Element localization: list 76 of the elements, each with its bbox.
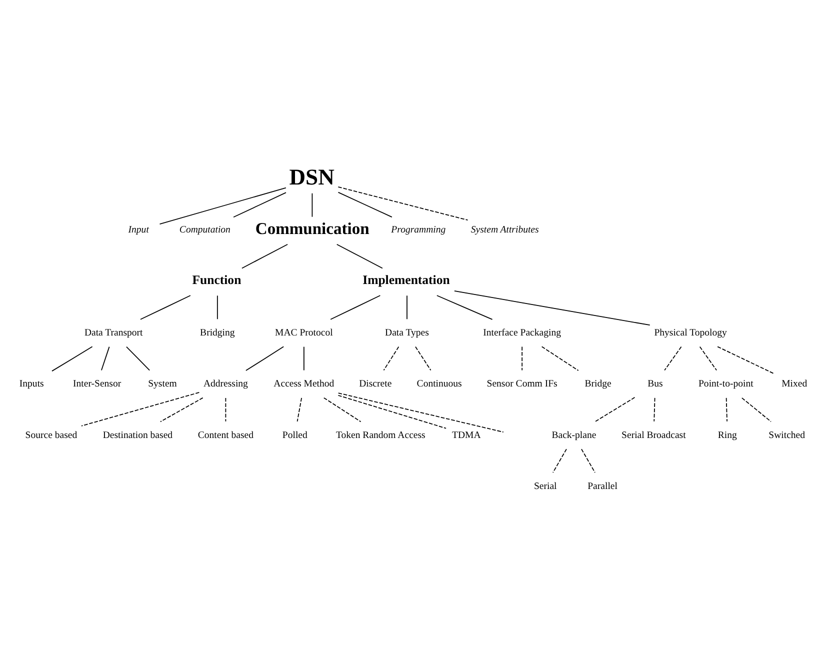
node-text: Parallel — [588, 480, 618, 492]
connector — [552, 448, 567, 473]
node-text: Physical Topology — [654, 327, 727, 338]
connector — [330, 294, 381, 320]
connector — [246, 346, 284, 370]
connector — [522, 346, 523, 370]
node-text: System — [148, 378, 177, 390]
connector — [594, 396, 636, 422]
connector — [81, 391, 200, 426]
node-text: Sensor Comm IFs — [486, 378, 558, 390]
connector — [216, 294, 218, 320]
connector — [383, 346, 400, 370]
node-text: Communication — [255, 218, 370, 238]
connector — [140, 294, 191, 320]
connector — [101, 346, 110, 370]
node-text: TDMA — [452, 429, 481, 440]
connector — [338, 392, 504, 432]
node-text: Discrete — [359, 378, 392, 390]
connector — [160, 396, 204, 422]
node-text: Point-to-point — [698, 378, 754, 390]
node-text: Serial — [534, 480, 557, 492]
node-text: Input — [128, 224, 149, 236]
node-text: Bus — [648, 378, 663, 390]
connector — [225, 397, 226, 422]
connector — [454, 290, 650, 326]
node-text: Mixed — [782, 378, 808, 390]
connector — [581, 448, 596, 473]
node-text: Ring — [718, 429, 737, 440]
connector — [436, 294, 493, 320]
node-text: Computation — [179, 224, 230, 236]
connector — [338, 191, 392, 218]
connector — [159, 186, 286, 224]
node-text: Switched — [768, 429, 806, 440]
connector — [233, 192, 286, 218]
node-text: Bridging — [200, 327, 235, 338]
node-text: MAC Protocol — [275, 327, 333, 338]
node-text: Polled — [282, 429, 308, 440]
connector — [717, 346, 774, 374]
node-text: Back-plane — [552, 429, 596, 440]
node-text: Token Random Access — [336, 429, 426, 440]
connector — [741, 397, 772, 422]
node-text: Function — [192, 272, 242, 287]
node-text: Inter-Sensor — [73, 378, 122, 390]
node-text: Addressing — [203, 378, 248, 390]
connector — [415, 346, 432, 370]
connector — [242, 243, 288, 268]
node-text: Serial Broadcast — [622, 429, 686, 440]
connector — [338, 186, 468, 220]
node-text: Programming — [391, 224, 446, 236]
connector — [296, 397, 302, 422]
connector — [664, 346, 682, 370]
node-text: Data Types — [385, 327, 429, 338]
node-text: Bridge — [584, 378, 612, 390]
connector — [126, 346, 150, 370]
connector — [303, 346, 304, 370]
node-text: Access Method — [274, 378, 334, 390]
connector — [323, 396, 362, 422]
node-text: Data Transport — [84, 327, 143, 338]
node-text: Inputs — [19, 378, 44, 390]
connector — [336, 243, 383, 268]
node-text: Source based — [25, 429, 78, 440]
connector — [541, 346, 579, 370]
connector — [52, 346, 93, 372]
node-text: Destination based — [102, 429, 173, 440]
node-text: System Attributes — [470, 224, 539, 236]
connector — [338, 394, 446, 428]
node-text: Interface Packaging — [483, 327, 561, 338]
node-text: Continuous — [416, 378, 462, 390]
connector — [726, 397, 728, 422]
connector — [312, 192, 313, 217]
connector — [406, 294, 408, 320]
connector — [699, 346, 718, 370]
node-text: Content based — [198, 429, 254, 440]
node-text: DSN — [289, 164, 334, 189]
connector — [654, 397, 656, 422]
node-text: Implementation — [362, 272, 450, 287]
